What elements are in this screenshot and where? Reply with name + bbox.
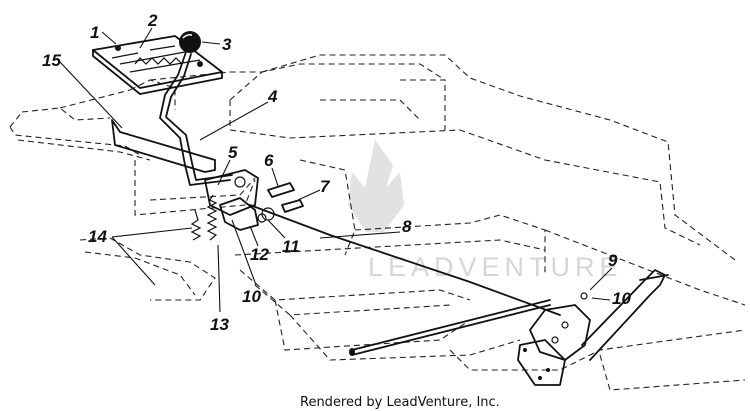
- callout-15: 15: [42, 51, 61, 70]
- callout-10-right: 10: [612, 289, 631, 308]
- callout-6: 6: [264, 151, 274, 170]
- callout-13: 13: [210, 315, 229, 334]
- watermark: LEADVENTURE: [348, 140, 623, 282]
- callout-12: 12: [250, 245, 269, 264]
- leader-lines: [59, 27, 613, 313]
- chassis-outline: [9, 54, 746, 391]
- callout-5: 5: [228, 143, 238, 162]
- watermark-flame-icon: [348, 140, 404, 232]
- mount-bracket: [111, 119, 216, 173]
- callout-labels: 1 2 3 4 5 6 7 8 9 10 10 11 12 13 14 15: [42, 11, 631, 334]
- callout-8: 8: [402, 217, 412, 236]
- callout-7: 7: [320, 177, 331, 196]
- shift-lever: [159, 51, 233, 186]
- transmission-plate: [517, 269, 669, 386]
- render-credit: Rendered by LeadVenture, Inc.: [300, 395, 500, 410]
- callout-11: 11: [282, 237, 300, 256]
- callout-10-left: 10: [242, 287, 261, 306]
- screw-1: [115, 45, 121, 51]
- callout-1: 1: [90, 23, 99, 42]
- callout-14: 14: [88, 227, 107, 246]
- callout-2: 2: [147, 11, 158, 30]
- callout-3: 3: [222, 35, 232, 54]
- watermark-text: LEADVENTURE: [368, 252, 623, 282]
- shift-knob: [179, 31, 201, 53]
- shift-rod: [249, 204, 561, 356]
- shift-plate: [92, 35, 223, 95]
- callout-4: 4: [267, 87, 278, 106]
- return-spring: [190, 194, 218, 241]
- callout-9: 9: [608, 251, 618, 270]
